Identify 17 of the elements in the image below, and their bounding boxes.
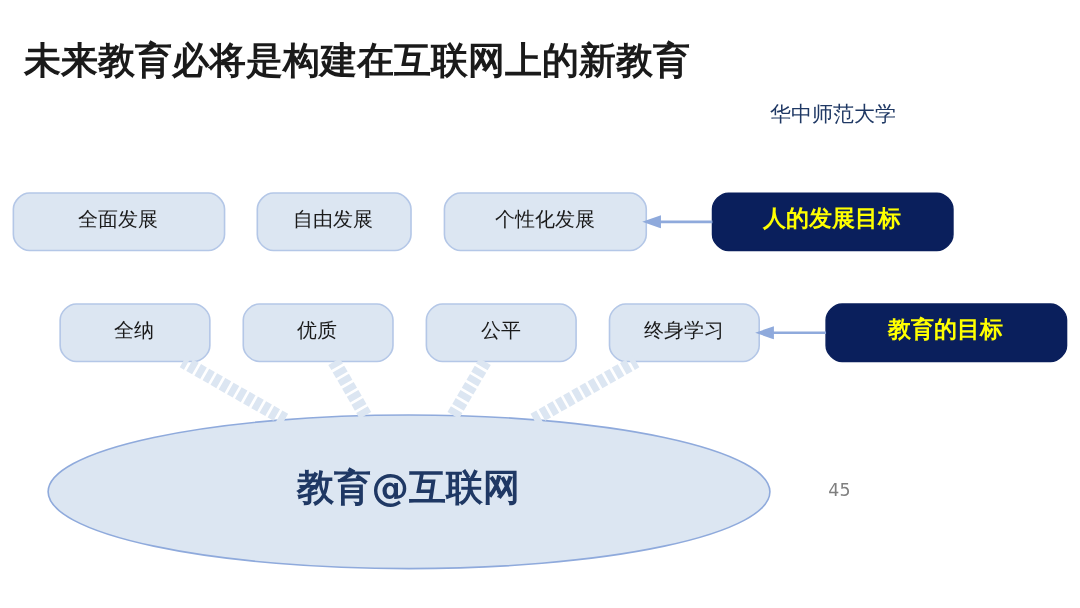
node-box: 人的发展目标 <box>711 192 954 252</box>
node-box: 自由发展 <box>256 192 412 252</box>
connector <box>328 358 372 419</box>
node-box: 优质 <box>242 303 394 363</box>
label: 45 <box>828 480 851 501</box>
node-box: 个性化发展 <box>443 192 648 252</box>
node-box: 全纳 <box>59 303 211 363</box>
diagram-title: 未来教育必将是构建在互联网上的新教育 <box>24 38 691 83</box>
node-box: 公平 <box>425 303 577 363</box>
node-box: 终身学习 <box>608 303 760 363</box>
node-ellipse: 教育@互联网 <box>47 414 771 570</box>
arrow <box>642 215 713 229</box>
connector <box>447 358 491 419</box>
arrow <box>755 326 827 340</box>
node-box: 教育的目标 <box>825 303 1068 363</box>
label: 华中师范大学 <box>769 100 896 126</box>
node-box: 全面发展 <box>12 192 226 252</box>
